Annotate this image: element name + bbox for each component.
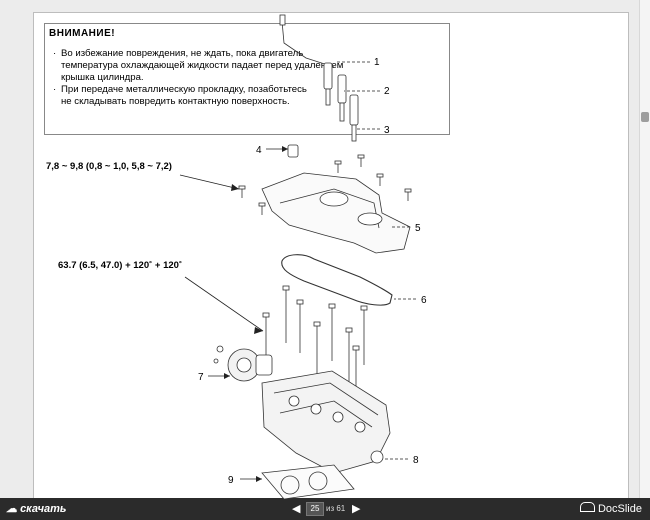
- cylinder-head-cover: [261, 172, 411, 254]
- cloud-download-icon: ☁: [6, 503, 17, 515]
- part-8-plug: [370, 450, 384, 464]
- cloud-icon: [579, 502, 595, 512]
- warning-title: ВНИМАНИЕ!: [49, 28, 116, 39]
- head-bolts: [262, 285, 368, 397]
- warning-line: ·Во избежание повреждения, не ждать, пок…: [53, 48, 304, 59]
- warning-line: не складывать повредить контактную повер…: [61, 96, 290, 107]
- warning-line: крышка цилиндра.: [61, 72, 144, 83]
- callout-6: 6: [421, 295, 427, 306]
- callout-3: 3: [384, 125, 390, 136]
- scroll-thumb[interactable]: [641, 112, 649, 122]
- fuel-pipe: [281, 20, 335, 68]
- cover-gasket: [281, 254, 393, 306]
- warning-line: ·При передаче металлическую прокладку, п…: [53, 84, 307, 95]
- callout-9: 9: [228, 475, 234, 486]
- part-7-pump: [213, 345, 273, 382]
- brand-logo[interactable]: DocSlide: [579, 502, 642, 515]
- torque-spec-head-bolts: 63.7 (6.5, 47.0) + 120˚ + 120˚: [58, 260, 182, 271]
- callout-8: 8: [413, 455, 419, 466]
- warning-box: ВНИМАНИЕ! ·Во избежание повреждения, не …: [44, 23, 450, 135]
- exploded-cylinder-head-diagram: 1 2 3 4 5 6 7 8 9 7,8 ~ 9,8 (0,8 ~ 1,0, …: [46, 14, 427, 499]
- scrollbar[interactable]: [639, 0, 650, 498]
- torque-spec-cover-bolts: 7,8 ~ 9,8 (0,8 ~ 1,0, 5,8 ~ 7,2): [46, 161, 172, 172]
- warning-line: температура охлаждающей жидкости падает …: [61, 60, 344, 71]
- callout-4: 4: [256, 145, 262, 156]
- callout-1: 1: [374, 57, 380, 68]
- prev-page-icon[interactable]: ◀: [292, 503, 301, 515]
- download-button[interactable]: ☁ скачать: [6, 503, 67, 515]
- callout-5: 5: [415, 223, 421, 234]
- document-viewer: ВНИМАНИЕ! ·Во избежание повреждения, не …: [33, 0, 650, 500]
- next-page-icon[interactable]: ▶: [352, 503, 361, 515]
- callout-7: 7: [198, 372, 204, 383]
- page-number-input[interactable]: 25: [306, 502, 324, 516]
- page-total: из 61: [326, 504, 346, 513]
- pipe-end: [279, 14, 286, 26]
- part-4-cap: [287, 144, 299, 158]
- callout-2: 2: [384, 86, 390, 97]
- viewer-toolbar: ☁ скачать ◀ 25 из 61 ▶ DocSlide: [0, 498, 650, 520]
- head-gasket: [261, 464, 355, 499]
- cover-bolts: [238, 154, 412, 215]
- document-page: ВНИМАНИЕ! ·Во избежание повреждения, не …: [33, 12, 629, 500]
- injector-group: [323, 62, 359, 142]
